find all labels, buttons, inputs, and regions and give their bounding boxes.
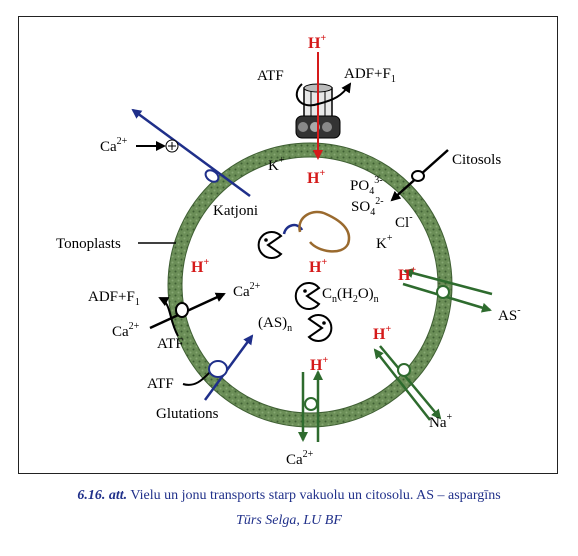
carbohydrate-label: Cn(H2O)n: [322, 286, 379, 305]
tonoplast-outer-edge: [167, 142, 453, 428]
glutations-label: Glutations: [156, 406, 219, 422]
enzyme-icon-lower: [307, 314, 333, 342]
h-plus-center-label: H+: [309, 257, 327, 276]
protein-chain-brown: [298, 210, 351, 253]
h-plus-bottom-label: H+: [310, 355, 328, 374]
figure-caption: 6.16. att. Vielu un jonu transports star…: [0, 488, 578, 504]
na-plus-label: Na+: [429, 412, 453, 431]
h-plus-top-label: H+: [308, 33, 326, 52]
enzyme-icon-middle: [294, 282, 321, 310]
cation-channel-arrow: [131, 108, 251, 198]
cl-minus-label: Cl-: [395, 212, 413, 231]
atf-bottom-label: ATF: [147, 376, 174, 392]
po4-label: PO43-: [350, 175, 383, 197]
figure-number: 6.16. att.: [77, 488, 128, 503]
ca-top-left-label: Ca2+: [100, 136, 128, 155]
ca-left-outer-label: Ca2+: [112, 321, 140, 340]
h-plus-out-arrow-na: [379, 345, 442, 420]
protein-chain-blue: [282, 223, 304, 235]
h-plus-right-label: H+: [398, 265, 416, 284]
figure-credit: Tūrs Selga, LU BF: [236, 513, 342, 528]
ca-atpase-transporter: [175, 302, 189, 318]
atf-left-label: ATF: [157, 336, 184, 352]
tonoplast-membrane: [168, 143, 452, 427]
diagram-frame: [18, 16, 558, 474]
ca-antiporter: [304, 397, 318, 411]
figure-caption-text: Vielu un jonu transports starp vakuolu u…: [130, 488, 501, 503]
k-plus-top-label: K+: [268, 155, 285, 174]
cation-transporter: [204, 169, 220, 183]
h-plus-inner-top-label: H+: [307, 168, 325, 187]
as-in-arrow: [403, 268, 493, 296]
citosols-label: Citosols: [452, 152, 501, 168]
glutathione-transporter: [208, 360, 228, 378]
ca-left-inner-label: Ca2+: [233, 281, 261, 300]
k-plus-right-label: K+: [376, 233, 393, 252]
so4-label: SO42-: [351, 196, 384, 218]
h-plus-lower-right-label: H+: [373, 324, 391, 343]
as-right-label: AS-: [498, 305, 521, 324]
tonoplast-inner-edge: [181, 156, 439, 414]
na-in-arrow: [373, 348, 431, 421]
glutathione-arrow: [203, 334, 254, 401]
atf-to-adf-arrow: [295, 82, 352, 107]
adf-f1-top-label: ADF+F1: [344, 66, 396, 85]
h-plus-left-label: H+: [191, 257, 209, 276]
atf-top-label: ATF: [257, 68, 284, 84]
tonoplasts-label: Tonoplasts: [56, 236, 121, 252]
ca-bottom-label: Ca2+: [286, 449, 314, 468]
katjoni-label: Katjoni: [213, 203, 258, 219]
as-antiporter: [436, 285, 450, 299]
na-antiporter: [397, 363, 411, 377]
atf-adf-left-arrow: [158, 297, 179, 337]
adf-f1-left-label: ADF+F1: [88, 289, 140, 308]
anion-transporter: [411, 170, 425, 182]
as-polymer-label: (AS)n: [258, 315, 292, 334]
enzyme-icon-upper: [257, 231, 283, 259]
